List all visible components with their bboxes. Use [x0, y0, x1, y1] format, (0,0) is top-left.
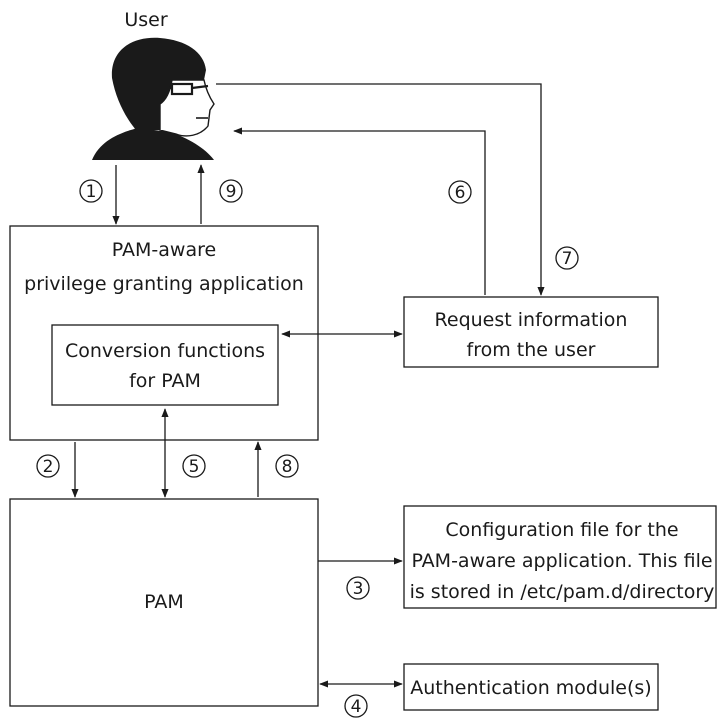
svg-text:4: 4: [351, 697, 362, 717]
svg-text:9: 9: [226, 182, 237, 202]
pam-box: [9, 498, 319, 707]
auth-modules-box: [403, 663, 659, 711]
arrow-7: [216, 83, 545, 296]
conversion-functions-box: [51, 324, 279, 406]
step-6: 6: [448, 180, 472, 204]
step-8: 8: [275, 454, 299, 478]
pam-label: PAM: [144, 591, 184, 613]
svg-text:5: 5: [189, 457, 200, 477]
svg-text:8: 8: [282, 457, 293, 477]
request-info-box: [403, 296, 659, 368]
conversion-line1: Conversion functions: [65, 340, 265, 362]
app-box-line2: privilege granting application: [24, 273, 304, 295]
config-file-box: [403, 505, 717, 609]
svg-text:3: 3: [353, 579, 364, 599]
step-4: 4: [344, 694, 368, 718]
step-1: 1: [79, 179, 103, 203]
request-line1: Request information: [435, 309, 628, 331]
conversion-line2: for PAM: [129, 370, 201, 392]
config-line3: is stored in /etc/pam.d/directory: [410, 581, 715, 603]
step-7: 7: [555, 246, 579, 270]
svg-text:7: 7: [562, 249, 573, 269]
request-line2: from the user: [467, 339, 596, 361]
config-line1: Configuration file for the: [445, 519, 678, 541]
user-face-icon: [92, 37, 215, 160]
step-9: 9: [219, 179, 243, 203]
step-2: 2: [36, 454, 60, 478]
config-line2: PAM-aware application. This file: [411, 550, 712, 572]
auth-modules-label: Authentication module(s): [410, 677, 651, 699]
step-5: 5: [182, 454, 206, 478]
step-3: 3: [346, 576, 370, 600]
user-label: User: [124, 9, 167, 31]
app-box-line1: PAM-aware: [112, 239, 216, 261]
arrow-6: [233, 127, 486, 295]
svg-text:1: 1: [86, 182, 97, 202]
svg-text:2: 2: [43, 457, 54, 477]
svg-text:6: 6: [455, 183, 466, 203]
